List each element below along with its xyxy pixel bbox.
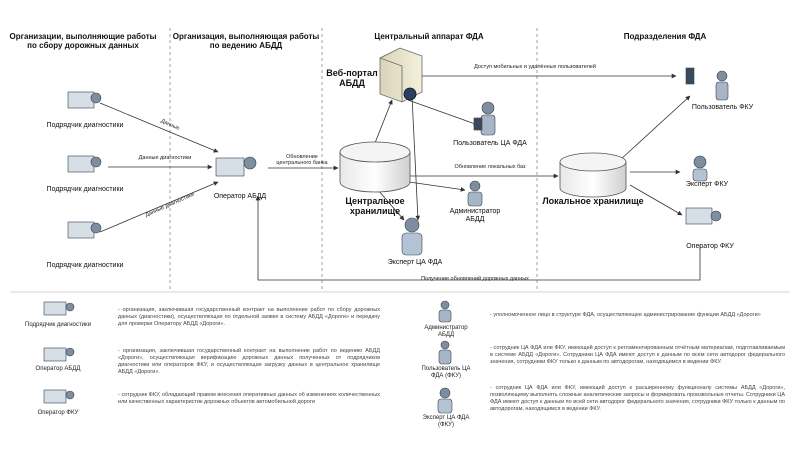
operator-fku-icon <box>685 207 722 225</box>
legend-admin-text: - уполномоченное лицо в структуре ФДА, о… <box>490 312 761 318</box>
legend-user-label: Пользователь ЦА ФДА (ФКУ) <box>421 366 471 379</box>
legend-expert-label: Эксперт ЦА ФДА (ФКУ) <box>422 415 470 428</box>
contractor2-icon <box>67 155 102 173</box>
expert-ca-icon <box>401 217 423 256</box>
edge-webportal-userca <box>407 99 479 126</box>
column-header-divisions: Подразделения ФДА <box>623 32 707 41</box>
legend-contractor-label: Подрядчик диагностики <box>25 322 91 328</box>
legend-admin-label: Администратор АБДД <box>424 325 468 338</box>
contractor1-icon <box>67 91 102 109</box>
webportal-label: Веб-портал АБДД <box>326 68 378 89</box>
legend-admin-icon <box>438 300 452 323</box>
legend-expert-text: - сотрудник ЦА ФДА или ФКУ, имеющий дост… <box>490 385 785 413</box>
edge-updates-return <box>255 195 701 281</box>
edge-contractor1-operator <box>99 102 219 153</box>
user-fku-icon <box>685 67 729 101</box>
edge-label-diagnostics-2: Данные диагностики <box>138 155 192 161</box>
column-header-central: Центральный аппарат ФДА <box>374 32 484 41</box>
legend-operator-fku-icon <box>43 389 75 404</box>
edge-central-expertca <box>377 189 405 221</box>
legend-user-text: - сотрудник ЦА ФДА или ФКУ, имеющий дост… <box>490 345 785 366</box>
user-fku-label: Пользователь ФКУ <box>691 104 754 111</box>
legend-contractor-text: - организация, заключившая государственн… <box>118 307 380 328</box>
legend-user-icon <box>438 340 452 365</box>
operator-fku-label: Оператор ФКУ <box>686 243 734 250</box>
user-ca-label: Пользователь ЦА ФДА <box>453 140 527 147</box>
edge-label-updates-return: Получение обновлений дорожных данных <box>421 276 529 282</box>
contractor1-label: Подрядчик диагностики <box>46 122 124 129</box>
edge-contractor3-operator <box>99 181 219 233</box>
edge-local-userfku <box>619 95 691 161</box>
legend-operator-fku-text: - сотрудник ФКУ, обладающий правом внесе… <box>118 392 380 406</box>
contractor3-label: Подрядчик диагностики <box>46 262 124 269</box>
admin-icon <box>467 180 483 207</box>
expert-ca-label: Эксперт ЦА ФДА <box>387 259 443 266</box>
expert-fku-icon <box>692 155 708 182</box>
server-icon <box>379 47 423 103</box>
edge-webportal-expertca <box>411 95 421 221</box>
contractor3-icon <box>67 221 102 239</box>
expert-fku-label: Эксперт ФКУ <box>685 181 729 188</box>
legend-operator-abdd-icon <box>43 347 75 362</box>
local-storage-label: Локальное хранилище <box>542 196 644 206</box>
legend-expert-icon <box>437 387 453 414</box>
central-storage-icon <box>339 141 411 193</box>
operator-abdd-label: Оператор АБДД <box>213 193 267 200</box>
legend-operator-fku-label: Оператор ФКУ <box>37 410 79 416</box>
edge-label-central-update: Обновление центрального банка <box>276 154 328 167</box>
legend-contractor-icon <box>43 301 75 316</box>
edge-central-webportal <box>374 99 393 144</box>
column-header-contractors: Организации, выполняющие работы по сбору… <box>9 32 157 51</box>
edge-label-local-update: Обновление локальных баз <box>454 164 526 170</box>
admin-label: Администратор АБДД <box>449 208 501 224</box>
local-storage-icon <box>559 152 627 198</box>
column-dividers <box>169 28 538 290</box>
legend-operator-abdd-text: - организация, заключившая государственн… <box>118 348 380 376</box>
column-header-operator: Организация, выполняющая работы по веден… <box>172 32 320 51</box>
central-storage-label: Центральное хранилище <box>345 196 405 217</box>
edge-label-remote-access: Доступ мобильных и удалённых пользовател… <box>474 64 596 70</box>
operator-abdd-icon <box>215 156 257 177</box>
contractor2-label: Подрядчик диагностики <box>46 186 124 193</box>
legend-operator-abdd-label: Оператор АБДД <box>35 366 81 372</box>
edge-local-operatorfku <box>629 184 683 216</box>
user-ca-icon <box>473 101 496 136</box>
